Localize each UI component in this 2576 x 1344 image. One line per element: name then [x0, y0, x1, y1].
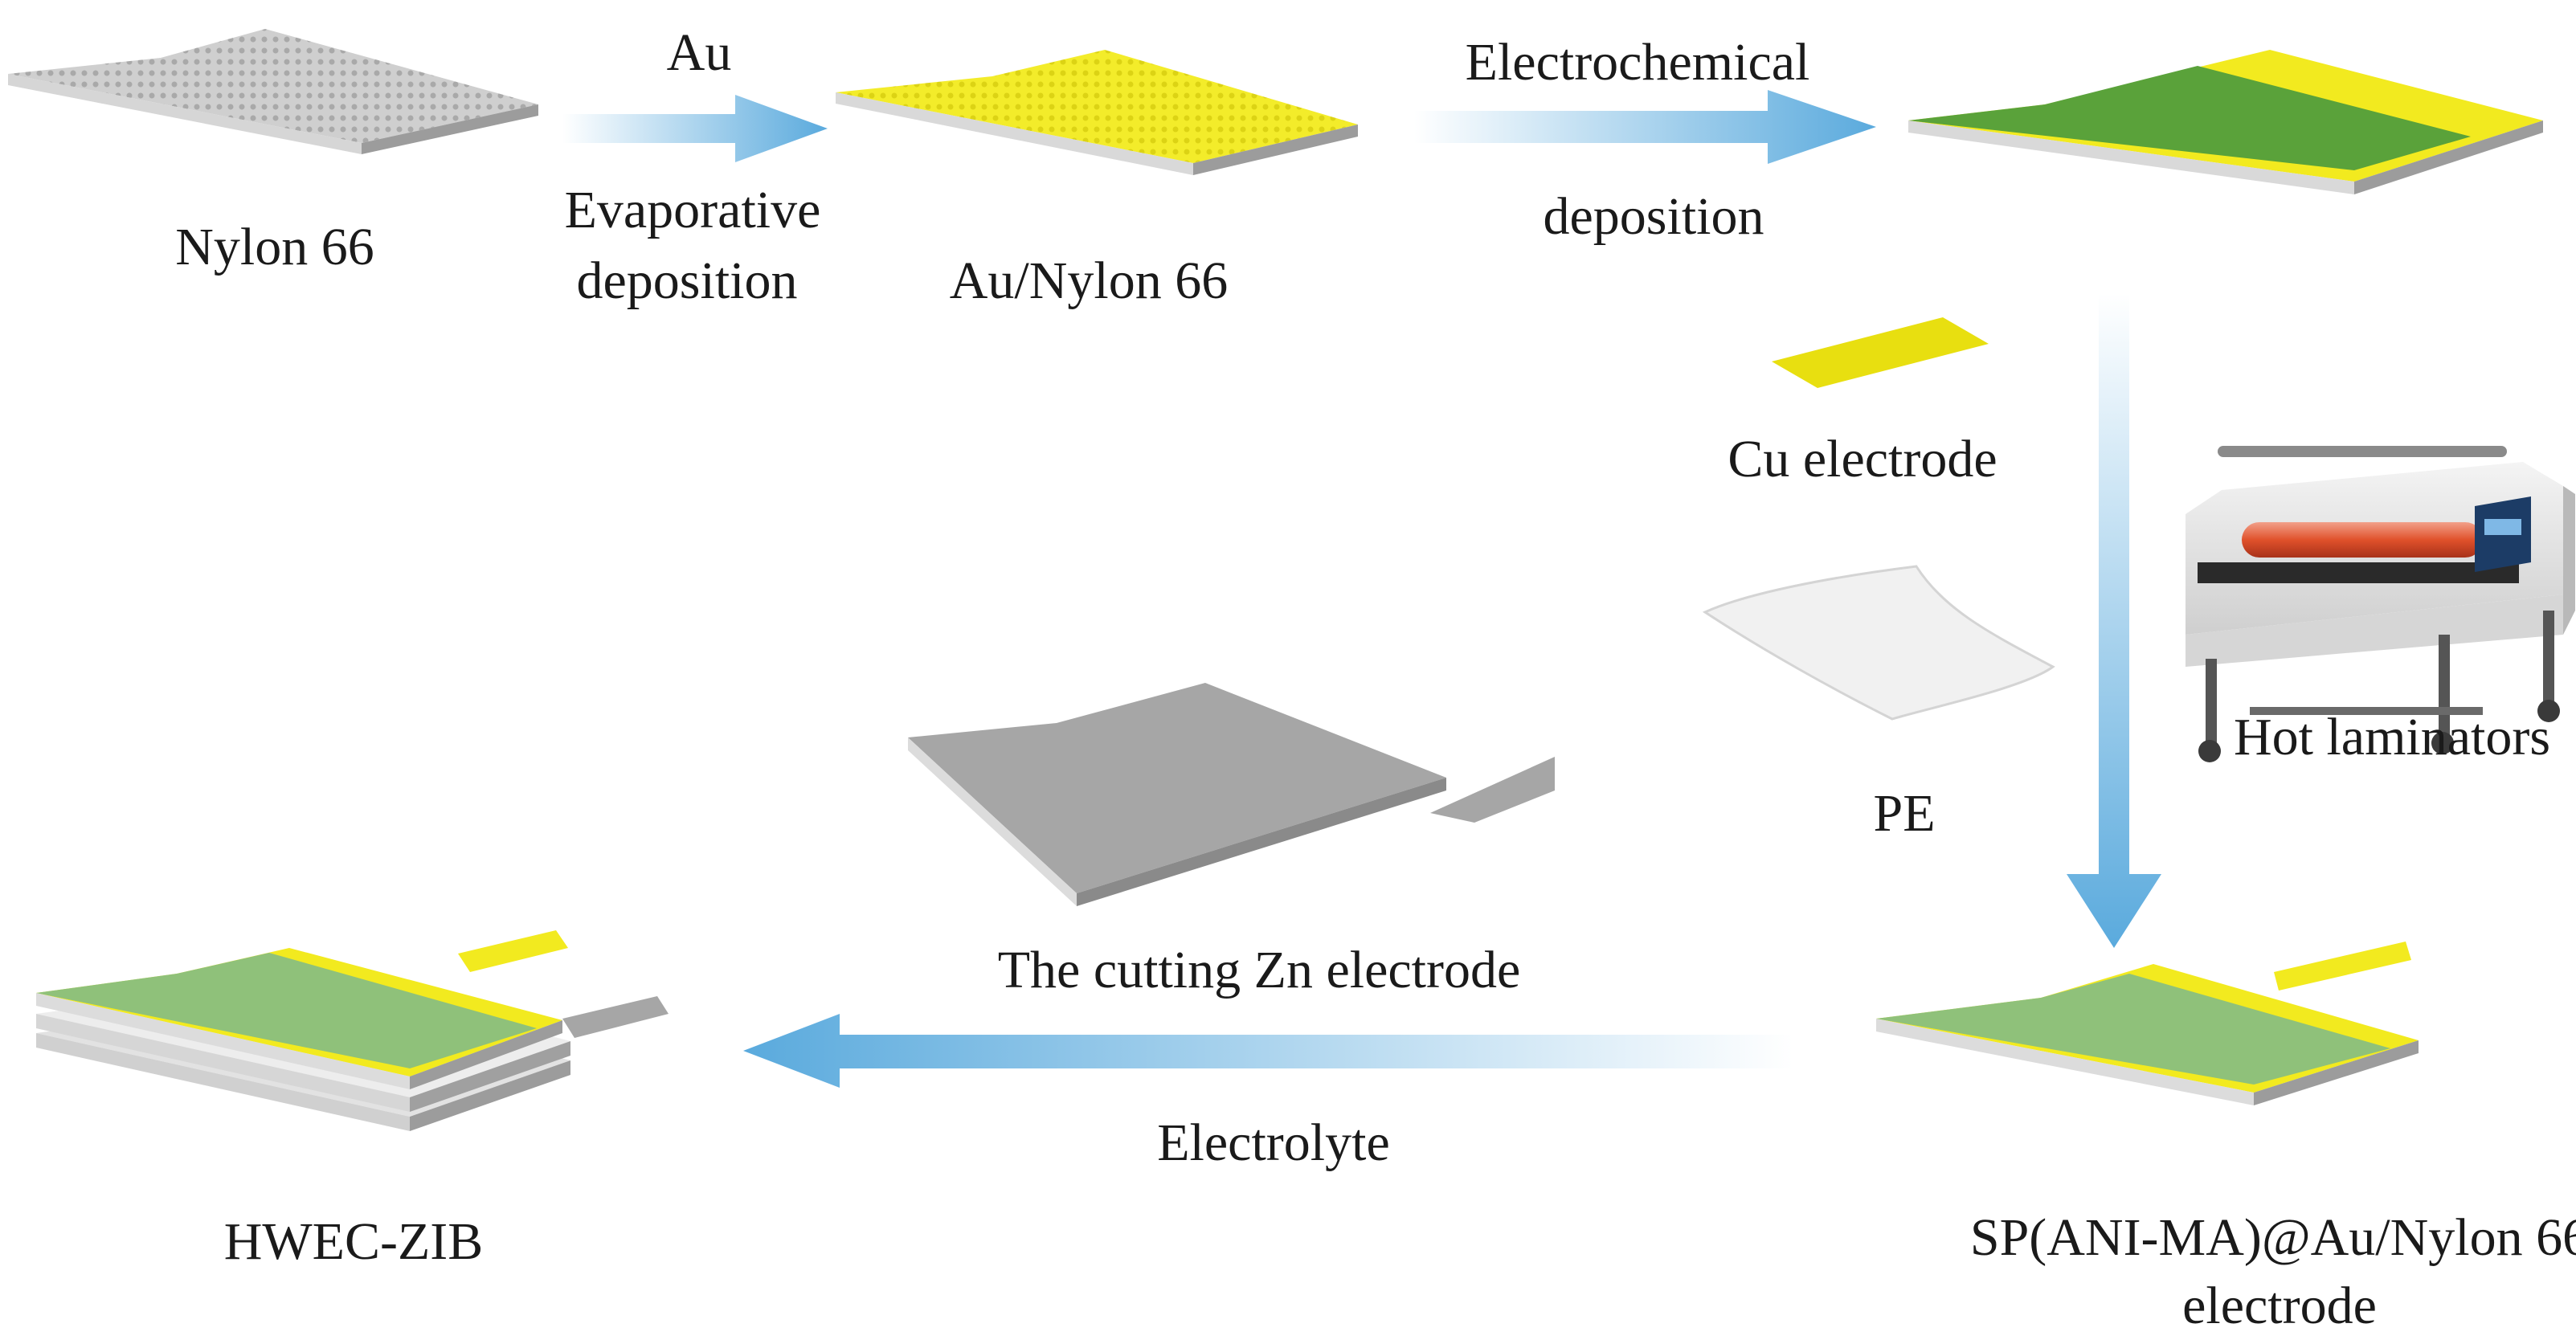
electrochemical-label: Electrochemical: [1465, 33, 1810, 92]
polymer-coated-sheet-icon: [1908, 50, 2543, 194]
evaporative-deposition-label: deposition: [576, 251, 798, 310]
composite-electrode-label-line2: electrode: [2182, 1277, 2377, 1335]
cu-electrode-label: Cu electrode: [1728, 430, 1997, 488]
evaporative-label: Evaporative: [564, 181, 821, 239]
nylon-sheet-icon: [8, 29, 538, 154]
pe-label: PE: [1873, 784, 1936, 843]
assembly-arrow: [743, 1014, 1793, 1088]
au-nylon-label: Au/Nylon 66: [949, 251, 1229, 310]
hot-laminators-label: Hot laminators: [2233, 708, 2551, 766]
cu-electrode-strip-icon: [1772, 317, 1989, 388]
nylon-label: Nylon 66: [175, 218, 374, 276]
evaporation-arrow: [562, 95, 828, 162]
electrochemical-arrow: [1414, 90, 1876, 164]
lamination-arrow: [2067, 293, 2161, 948]
composite-electrode-label: SP(ANI-MA)@Au/Nylon 66: [1969, 1208, 2576, 1267]
zn-electrode-sheet-icon: [908, 683, 1555, 906]
hwec-zib-battery-icon: [36, 930, 669, 1131]
composite-electrode-sheet-icon: [1876, 942, 2419, 1105]
electrochemical-deposition-label: deposition: [1543, 187, 1764, 246]
hwec-zib-label: HWEC-ZIB: [223, 1212, 484, 1271]
pe-film-icon: [1702, 565, 2055, 721]
au-label: Au: [666, 23, 732, 82]
au-nylon-sheet-icon: [836, 50, 1358, 175]
electrolyte-label: Electrolyte: [1157, 1113, 1390, 1172]
hot-laminator-machine-icon: [2186, 446, 2575, 762]
zn-electrode-label: The cutting Zn electrode: [997, 941, 1521, 999]
